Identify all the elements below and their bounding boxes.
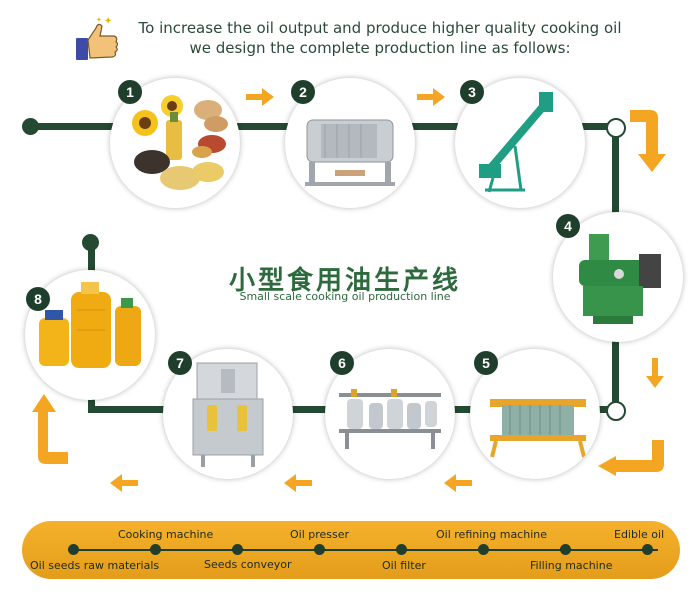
legend-label-cooking-machine: Cooking machine <box>118 528 214 541</box>
oil-presser-image <box>579 234 661 324</box>
arrow-turn-down-icon <box>630 108 666 172</box>
svg-text:✦: ✦ <box>104 16 112 27</box>
step-6-circle <box>325 349 455 479</box>
legend-label-oil-refining-machine: Oil refining machine <box>436 528 547 541</box>
filling-machine-image <box>192 362 264 467</box>
legend-label-oil-presser: Oil presser <box>290 528 350 541</box>
legend-dot <box>68 544 79 555</box>
production-line-title-cn: 小型食用油生产线 <box>228 266 461 296</box>
arrow-turn-up-icon <box>32 394 68 464</box>
step-2-circle <box>285 78 415 208</box>
arrow-right-icon <box>417 88 445 106</box>
arrow-left-icon <box>110 474 138 492</box>
legend-dot <box>396 544 407 555</box>
legend-label-oil-seeds: Oil seeds raw materials <box>30 559 160 572</box>
legend-dot <box>314 544 325 555</box>
track-end-dot <box>82 234 99 251</box>
legend-dot <box>478 544 489 555</box>
legend-label-edible-oil: Edible oil <box>614 528 665 541</box>
step-4-badge: 4 <box>556 214 580 238</box>
arrow-left-icon <box>444 474 472 492</box>
oil-seeds-raw-materials-image <box>132 95 228 190</box>
oil-refining-machine-image <box>339 389 441 449</box>
header-line-1: To increase the oil output and produce h… <box>138 19 622 37</box>
cooking-machine-image <box>305 119 395 186</box>
legend-line <box>72 549 658 551</box>
svg-text:✦: ✦ <box>96 16 102 24</box>
arrow-down-icon <box>646 358 664 388</box>
step-7-badge: 7 <box>168 351 192 375</box>
header-line-2: we design the complete production line a… <box>189 39 571 57</box>
arrow-turn-left-icon <box>598 440 664 476</box>
edible-oil-image <box>39 282 141 368</box>
production-line-title-en: Small scale cooking oil production line <box>239 290 451 303</box>
legend-dot <box>150 544 161 555</box>
legend-dot <box>642 544 653 555</box>
track-start-dot <box>22 118 39 135</box>
thumbs-up-icon: ✦ ✦ <box>72 14 124 66</box>
legend-label-seeds-conveyor: Seeds conveyor <box>204 558 292 571</box>
step-3-badge: 3 <box>460 80 484 104</box>
legend-dot <box>560 544 571 555</box>
step-6-badge: 6 <box>330 351 354 375</box>
header-text: To increase the oil output and produce h… <box>120 18 640 58</box>
track-corner-bottom-right <box>606 401 626 421</box>
step-2-badge: 2 <box>291 80 315 104</box>
step-1-badge: 1 <box>118 80 142 104</box>
track-corner-top-right <box>606 118 626 138</box>
step-5-badge: 5 <box>474 351 498 375</box>
arrow-right-icon <box>246 88 274 106</box>
oil-filter-image <box>490 399 586 458</box>
seeds-conveyor-image <box>479 92 553 193</box>
legend-dot <box>232 544 243 555</box>
legend-label-oil-filter: Oil filter <box>382 559 426 572</box>
step-8-badge: 8 <box>26 287 50 311</box>
legend-label-filling-machine: Filling machine <box>530 559 613 572</box>
arrow-left-icon <box>284 474 312 492</box>
